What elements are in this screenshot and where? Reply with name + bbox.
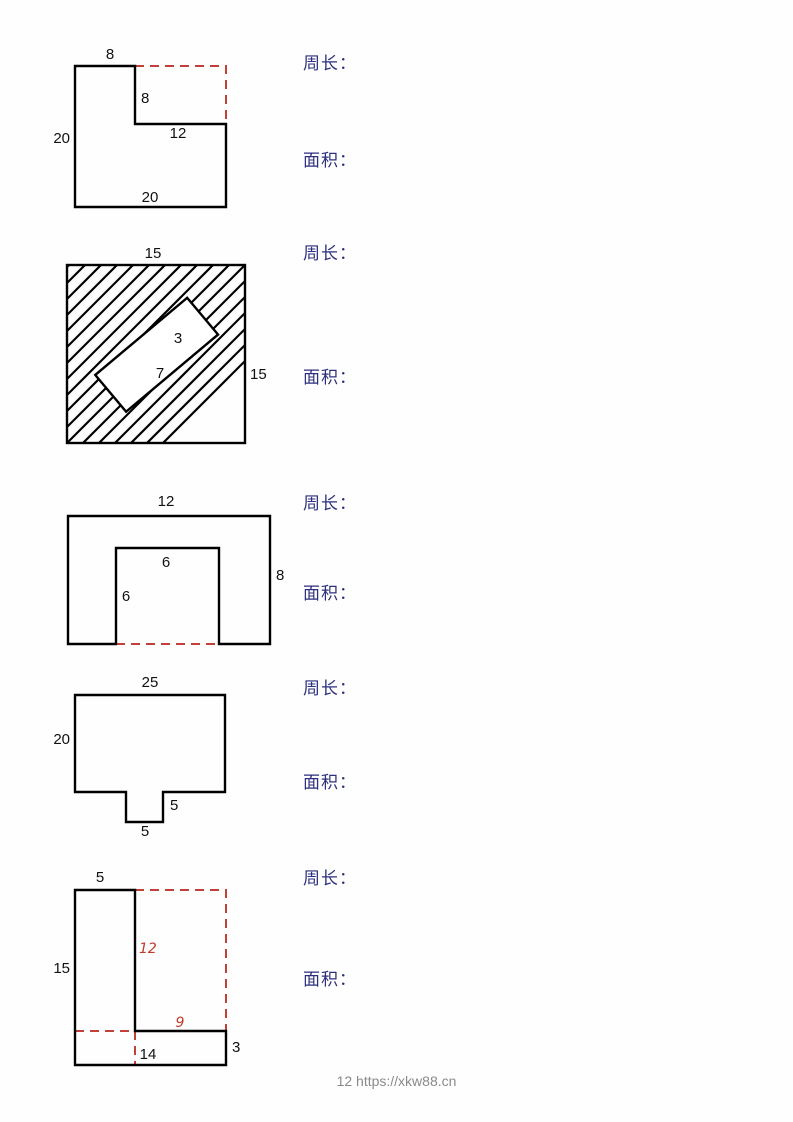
figure-1-graphic: 8 8 12 20 20 [53, 46, 228, 209]
dim-label-4-left: 20 [53, 731, 70, 748]
shape-outline-5 [73, 888, 228, 1067]
problem-2-perimeter-label: 周长： [303, 244, 357, 264]
figure-4-graphic: 25 20 5 5 [53, 674, 227, 840]
dim-label-1-notch-vertical: 8 [141, 90, 149, 107]
problem-3-perimeter-label: 周长： [303, 494, 357, 514]
problem-3-area-label: 面积： [303, 584, 357, 604]
shape-outline-1 [73, 64, 228, 209]
shape-outline-4 [73, 693, 227, 824]
dim-label-2-inner-long: 7 [156, 365, 164, 382]
figure-2-graphic: 15 15 3 7 [65, 245, 267, 445]
figure-5-graphic: 5 15 14 3 12 9 [53, 869, 240, 1067]
dim-label-2-inner-short: 3 [174, 330, 182, 347]
problem-3: 12 8 6 6 周长： 面积： [0, 480, 793, 680]
dim-label-5-right: 3 [232, 1039, 240, 1056]
dim-label-5-left: 15 [53, 960, 70, 977]
page-footer-watermark: 12 https://xkw88.cn [336, 1073, 457, 1089]
problem-1-area-label: 面积： [303, 151, 357, 171]
dim-label-4-top: 25 [142, 674, 159, 691]
figure-3-graphic: 12 8 6 6 [66, 493, 284, 646]
inner-rectangle-2 [93, 296, 220, 414]
handwritten-note-5-vertical: 12 [139, 941, 157, 957]
dim-label-3-top: 12 [158, 493, 175, 510]
dim-label-5-top: 5 [96, 869, 104, 886]
handwritten-note-5-horizontal: 9 [176, 1015, 185, 1031]
dim-label-5-bottom: 14 [140, 1046, 157, 1063]
shape-outline-3 [66, 514, 272, 646]
problem-5-area-label: 面积： [303, 970, 357, 990]
shape-outline-2 [65, 263, 247, 445]
problem-1: 8 8 12 20 20 周长： 面积： [0, 0, 793, 230]
problem-5: 5 15 14 3 12 9 周长： 面积： [0, 860, 793, 1080]
problem-2: 15 15 3 7 周长： 面积： [0, 230, 793, 480]
dim-label-1-top: 8 [106, 46, 114, 63]
dashed-completion-5-outer [135, 889, 227, 1031]
dim-label-3-notch-left: 6 [122, 588, 130, 605]
dim-label-3-right: 8 [276, 567, 284, 584]
dim-label-2-right: 15 [250, 366, 267, 383]
problem-1-perimeter-label: 周长： [303, 54, 357, 74]
problem-4: 25 20 5 5 周长： 面积： [0, 660, 793, 860]
problem-4-area-label: 面积： [303, 773, 357, 793]
dim-label-4-tab-right: 5 [170, 797, 178, 814]
problem-5-perimeter-label: 周长： [303, 869, 357, 889]
problem-2-area-label: 面积： [303, 368, 357, 388]
dim-label-1-bottom: 20 [142, 189, 159, 206]
problem-4-perimeter-label: 周长： [303, 679, 357, 699]
dim-label-1-notch-horizontal: 12 [170, 125, 187, 142]
dim-label-2-top: 15 [145, 245, 162, 262]
dashed-completion-1 [135, 65, 227, 124]
dim-label-4-tab-bottom: 5 [141, 823, 149, 840]
dim-label-3-notch-top: 6 [162, 554, 170, 571]
dim-label-1-left: 20 [53, 130, 70, 147]
